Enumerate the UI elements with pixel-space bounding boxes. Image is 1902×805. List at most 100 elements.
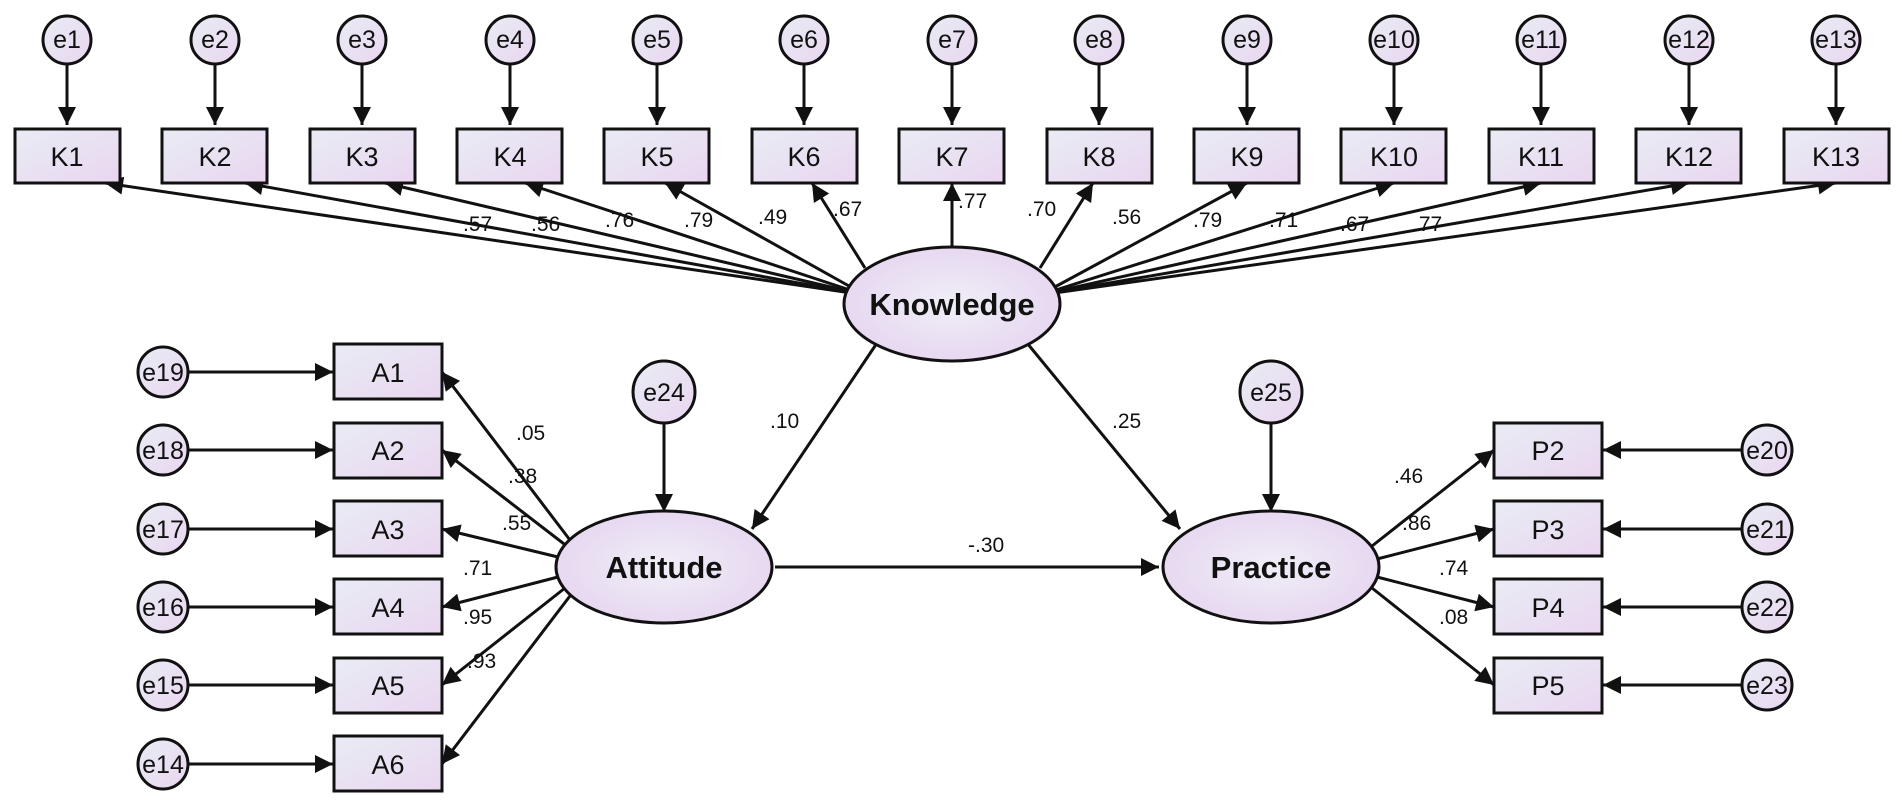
error-label-e22: e22 xyxy=(1746,594,1788,622)
latent-practice xyxy=(1161,509,1381,625)
path-practice-p4 xyxy=(1376,575,1495,612)
coef-knowledge-attitude: .10 xyxy=(770,410,799,433)
indicator-label-a6: A6 xyxy=(371,750,404,780)
error-circle-e13 xyxy=(1810,14,1862,66)
coef-a4: .71 xyxy=(463,557,492,580)
error-label-e11: e11 xyxy=(1521,26,1561,54)
coef-k12: .67 xyxy=(1340,213,1369,236)
indicator-box-a5 xyxy=(332,656,444,715)
indicator-label-a5: A5 xyxy=(371,671,404,701)
coef-a2: .38 xyxy=(508,465,537,488)
indicator-label-p4: P4 xyxy=(1531,593,1564,623)
indicator-label-k1: K1 xyxy=(50,142,83,172)
coef-k6: .67 xyxy=(833,198,862,221)
coef-k7: .77 xyxy=(958,190,987,213)
indicator-box-k5 xyxy=(602,127,711,185)
coef-a1: .05 xyxy=(516,422,545,445)
indicator-label-k5: K5 xyxy=(640,142,673,172)
indicator-label-k6: K6 xyxy=(787,142,820,172)
error-circle-e8 xyxy=(1073,14,1125,66)
error-circle-e17 xyxy=(136,502,190,556)
indicator-label-p2: P2 xyxy=(1531,436,1564,466)
error-label-e17: e17 xyxy=(142,516,184,544)
error-label-e24: e24 xyxy=(643,379,685,407)
error-label-e10: e10 xyxy=(1373,26,1415,54)
latent-label-practice: Practice xyxy=(1211,550,1332,585)
error-label-e9: e9 xyxy=(1233,26,1261,54)
indicator-box-p5 xyxy=(1492,656,1604,715)
coef-p3: .86 xyxy=(1402,512,1431,535)
error-circle-e6 xyxy=(778,14,830,66)
error-circle-e2 xyxy=(189,14,241,66)
coef-p4: .74 xyxy=(1439,557,1469,580)
path-knowledge-k12 xyxy=(1039,177,1690,297)
error-label-e6: e6 xyxy=(790,26,818,54)
path-attitude-a2 xyxy=(441,448,569,549)
latent-attitude xyxy=(554,509,774,625)
indicator-box-a1 xyxy=(332,342,444,401)
path-knowledge-k13 xyxy=(1039,176,1837,297)
indicator-box-k6 xyxy=(750,127,859,185)
coef-p5: .08 xyxy=(1439,606,1468,629)
coef-k11: .71 xyxy=(1269,209,1298,232)
error-label-e3: e3 xyxy=(348,26,376,54)
error-circle-e25 xyxy=(1238,359,1304,425)
indicator-box-k8 xyxy=(1045,127,1154,185)
latent-label-attitude: Attitude xyxy=(605,550,722,585)
error-label-e15: e15 xyxy=(142,672,184,700)
coef-a6: .93 xyxy=(467,650,496,673)
indicator-box-k2 xyxy=(160,127,269,185)
indicator-label-k7: K7 xyxy=(935,142,968,172)
path-practice-p3 xyxy=(1376,524,1495,561)
path-attitude-a4 xyxy=(441,575,559,612)
indicator-box-a4 xyxy=(332,577,444,636)
coef-k8: .70 xyxy=(1027,198,1056,221)
indicator-box-k7 xyxy=(897,127,1006,185)
coef-a5: .95 xyxy=(463,606,492,629)
path-knowledge-k9 xyxy=(1039,181,1248,297)
error-circle-e3 xyxy=(336,14,388,66)
path-knowledge-k4 xyxy=(524,180,866,297)
path-knowledge-k8 xyxy=(1038,182,1095,269)
coef-k4: .76 xyxy=(605,209,634,232)
error-label-e8: e8 xyxy=(1085,26,1113,54)
indicator-label-k4: K4 xyxy=(493,142,526,172)
error-circle-e4 xyxy=(484,14,536,66)
coef-k9: .56 xyxy=(1112,206,1141,229)
indicator-label-a3: A3 xyxy=(371,515,404,545)
coef-attitude-practice: -.30 xyxy=(968,534,1004,557)
indicator-label-k2: K2 xyxy=(198,142,231,172)
error-label-e12: e12 xyxy=(1668,26,1710,54)
indicator-box-k11 xyxy=(1487,127,1596,185)
error-circle-e16 xyxy=(136,580,190,634)
error-circle-e5 xyxy=(631,14,683,66)
error-label-e20: e20 xyxy=(1746,437,1788,465)
error-label-e1: e1 xyxy=(53,26,81,54)
error-label-e4: e4 xyxy=(496,26,524,54)
path-attitude-a3 xyxy=(441,524,559,559)
coef-k13: .77 xyxy=(1413,213,1442,236)
error-circle-e18 xyxy=(136,423,190,477)
indicator-label-k3: K3 xyxy=(345,142,378,172)
error-label-e2: e2 xyxy=(201,26,229,54)
coef-k3: .56 xyxy=(531,213,560,236)
error-label-e5: e5 xyxy=(643,26,671,54)
path-knowledge-k6 xyxy=(810,182,867,269)
error-label-e18: e18 xyxy=(142,437,184,465)
indicator-label-p5: P5 xyxy=(1531,671,1564,701)
coef-k6a: .49 xyxy=(758,206,787,229)
indicator-label-k10: K10 xyxy=(1370,142,1418,172)
error-circle-e19 xyxy=(136,345,190,399)
indicator-box-a6 xyxy=(332,734,444,793)
indicator-label-k13: K13 xyxy=(1812,142,1860,172)
error-circle-e12 xyxy=(1663,14,1715,66)
error-circle-e24 xyxy=(631,359,697,425)
indicator-label-k8: K8 xyxy=(1082,142,1115,172)
path-knowledge-practice xyxy=(1025,342,1182,530)
indicator-box-p3 xyxy=(1492,499,1604,558)
error-circle-e14 xyxy=(136,737,190,791)
error-circle-e22 xyxy=(1740,580,1794,634)
path-knowledge-attitude xyxy=(750,342,879,530)
coef-k10: .79 xyxy=(1193,209,1222,232)
error-circle-e23 xyxy=(1740,658,1794,712)
